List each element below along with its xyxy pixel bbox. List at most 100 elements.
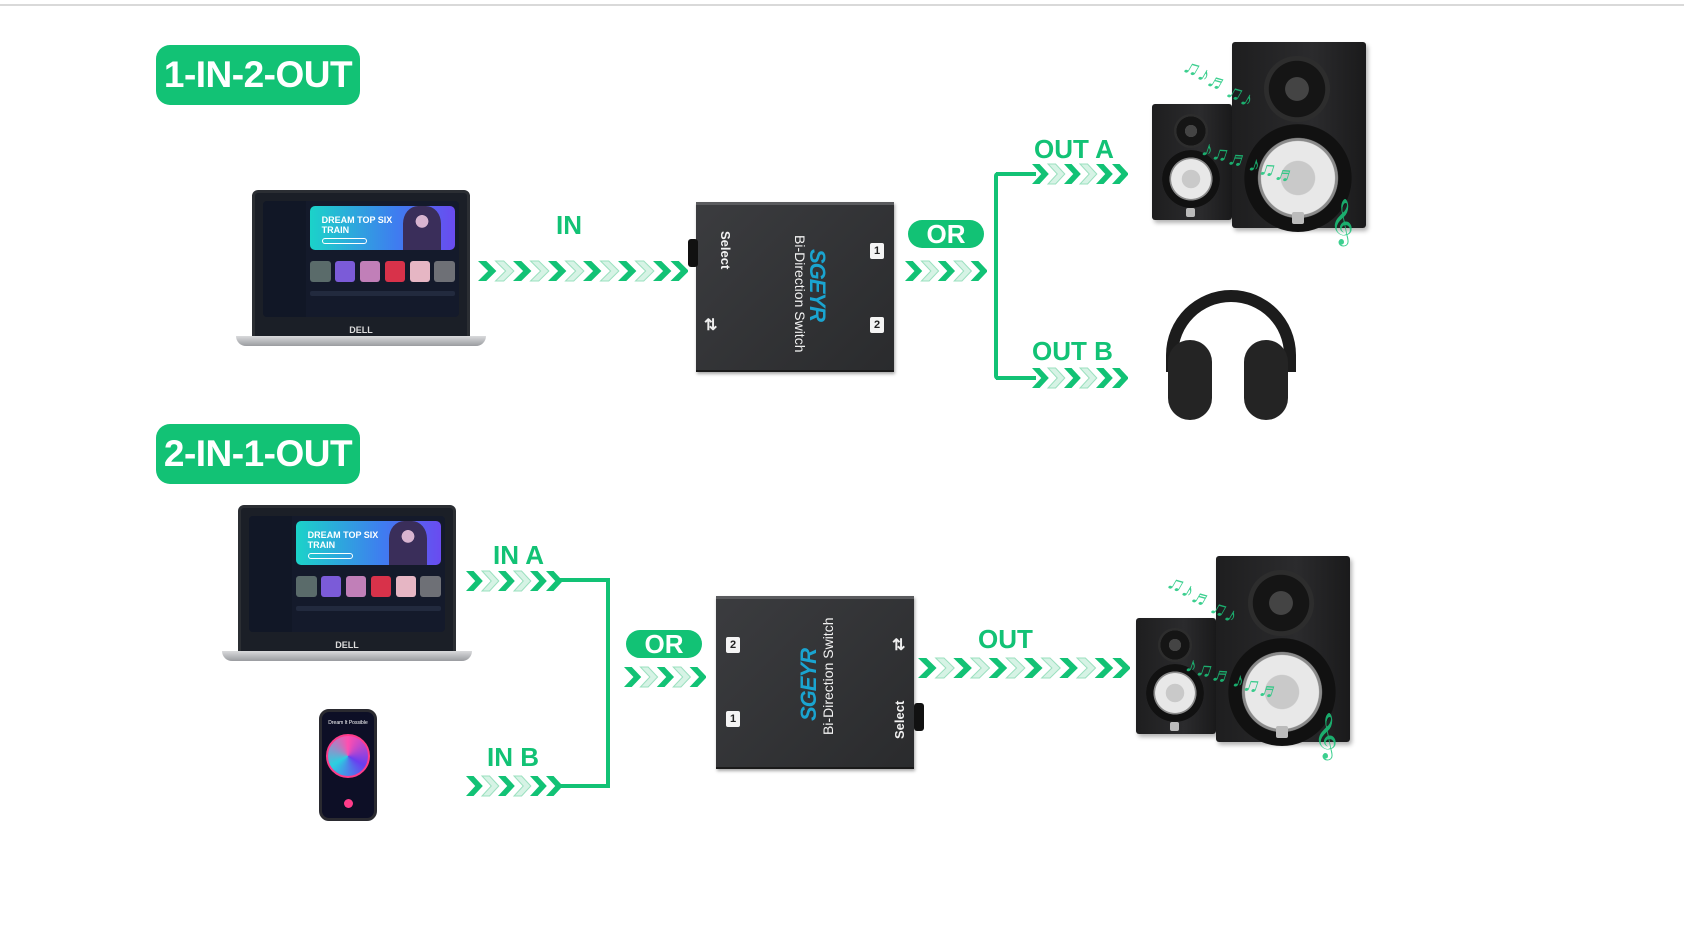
chevron-arrow-icon bbox=[530, 776, 547, 796]
treble-clef-icon: 𝄞 bbox=[1330, 200, 1354, 244]
speaker-logo bbox=[1170, 722, 1179, 731]
port-1-label: 1 bbox=[726, 711, 740, 727]
laptop-brand: DELL bbox=[349, 325, 373, 335]
woofer bbox=[1146, 664, 1204, 722]
banner-title: DREAM TOP SIX TRAIN bbox=[307, 530, 379, 551]
chevron-arrow-icon bbox=[1094, 658, 1114, 678]
signal-arrows-out-b bbox=[1032, 367, 1128, 389]
laptop-screen: DREAM TOP SIX TRAIN bbox=[263, 201, 459, 317]
select-knob[interactable] bbox=[688, 239, 698, 267]
chevron-arrow-icon bbox=[905, 261, 923, 281]
app-banner: DREAM TOP SIX TRAIN bbox=[310, 205, 456, 250]
chevron-arrow-icon bbox=[970, 261, 987, 281]
chevron-arrow-icon bbox=[466, 571, 483, 591]
laptop-source-a: DREAM TOP SIX TRAIN DELL bbox=[222, 505, 472, 669]
player-bar bbox=[310, 291, 456, 297]
player-bar bbox=[296, 606, 442, 612]
branch-line-vertical bbox=[994, 172, 998, 380]
smartphone-source-b: Dream It Possible bbox=[319, 709, 377, 821]
chevron-arrow-icon bbox=[1096, 368, 1113, 388]
chevron-arrow-icon bbox=[689, 667, 706, 687]
chevron-arrow-icon bbox=[480, 570, 500, 592]
chevron-arrow-icon bbox=[1046, 163, 1066, 185]
album-card bbox=[320, 576, 342, 598]
laptop-base bbox=[222, 651, 472, 661]
artist-image bbox=[402, 205, 441, 250]
chevron-arrow-icon bbox=[466, 776, 483, 796]
chevron-arrow-icon bbox=[480, 775, 500, 797]
album-disc bbox=[326, 734, 370, 778]
chevron-arrow-icon bbox=[1096, 164, 1113, 184]
or-pill: OR bbox=[626, 628, 702, 659]
chevron-arrow-icon bbox=[639, 666, 659, 688]
album-card bbox=[310, 261, 331, 283]
speaker-logo bbox=[1186, 208, 1195, 217]
chevron-arrow-icon bbox=[1046, 367, 1066, 389]
badge-text: 1-IN-2-OUT bbox=[163, 54, 353, 95]
speaker-logo bbox=[1292, 212, 1304, 224]
album-card bbox=[395, 576, 417, 598]
laptop-lid: DREAM TOP SIX TRAIN DELL bbox=[252, 190, 470, 342]
chevron-arrow-icon bbox=[618, 261, 637, 281]
port-2-label: 2 bbox=[726, 637, 740, 653]
chevron-arrow-icon bbox=[512, 570, 532, 592]
chevron-arrow-icon bbox=[634, 260, 655, 282]
album-card bbox=[409, 261, 431, 283]
signal-arrows-in-a bbox=[466, 570, 562, 592]
treble-clef-icon: 𝄞 bbox=[1314, 714, 1338, 758]
chevron-arrow-icon bbox=[988, 658, 1008, 678]
banner-button bbox=[321, 237, 368, 244]
select-label: Select bbox=[718, 231, 733, 270]
chevron-arrow-icon bbox=[530, 571, 547, 591]
in-b-label: IN B bbox=[487, 742, 539, 772]
large-speaker bbox=[1216, 556, 1350, 746]
chevron-arrow-icon bbox=[1112, 658, 1130, 678]
play-icon bbox=[344, 799, 353, 808]
album-card bbox=[334, 261, 356, 283]
album-card bbox=[434, 261, 456, 283]
signal-arrows-in bbox=[478, 260, 688, 282]
bi-direction-switch: Select ⇅ SGEYR Bi-Direction Switch 1 2 bbox=[688, 202, 894, 372]
large-speaker bbox=[1232, 42, 1366, 232]
chevron-arrow-icon bbox=[953, 658, 972, 678]
chevron-arrow-icon bbox=[1078, 163, 1098, 185]
artist-image bbox=[388, 520, 427, 565]
port-2-label: 2 bbox=[870, 317, 884, 333]
out-label: OUT bbox=[978, 624, 1033, 654]
chevron-arrow-icon bbox=[653, 261, 672, 281]
chevron-arrow-icon bbox=[498, 776, 515, 796]
chevron-arrow-icon bbox=[1064, 368, 1081, 388]
chevron-arrow-icon bbox=[546, 571, 562, 591]
chevron-arrow-icon bbox=[1059, 658, 1078, 678]
chevron-arrow-icon bbox=[969, 657, 991, 679]
chevron-arrow-icon bbox=[918, 658, 937, 678]
chevron-arrow-icon bbox=[670, 261, 688, 281]
album-card bbox=[345, 576, 367, 598]
top-divider bbox=[0, 4, 1684, 6]
branch-line-out-b bbox=[996, 376, 1036, 380]
chevron-arrow-icon bbox=[1032, 164, 1049, 184]
signal-arrows-merge bbox=[624, 666, 706, 688]
chevron-arrow-icon bbox=[478, 261, 497, 281]
chevron-arrow-icon bbox=[656, 667, 675, 687]
phone-song-title: Dream It Possible bbox=[328, 720, 368, 726]
signal-arrows-out-a bbox=[1032, 163, 1128, 185]
small-speaker bbox=[1152, 104, 1232, 220]
album-cards bbox=[296, 576, 442, 598]
album-card bbox=[384, 261, 406, 283]
laptop-source: DREAM TOP SIX TRAIN DELL bbox=[236, 190, 486, 354]
tweeter bbox=[1264, 56, 1330, 122]
chevron-arrow-icon bbox=[548, 261, 567, 281]
chevron-arrow-icon bbox=[624, 667, 642, 687]
laptop-screen: DREAM TOP SIX TRAIN bbox=[249, 516, 445, 632]
bidirectional-arrows-icon: ⇅ bbox=[704, 317, 718, 334]
select-knob[interactable] bbox=[914, 703, 924, 731]
bidirectional-arrows-icon: ⇅ bbox=[892, 637, 906, 654]
mode-badge-1-in-2-out: 1-IN-2-OUT bbox=[156, 45, 360, 105]
switch-name: Bi-Direction Switch bbox=[820, 617, 836, 735]
in-a-label: IN A bbox=[493, 540, 545, 570]
merge-line-vertical bbox=[606, 578, 610, 788]
album-card bbox=[370, 576, 392, 598]
signal-arrows-in-b bbox=[466, 775, 562, 797]
or-text: OR bbox=[644, 628, 684, 659]
